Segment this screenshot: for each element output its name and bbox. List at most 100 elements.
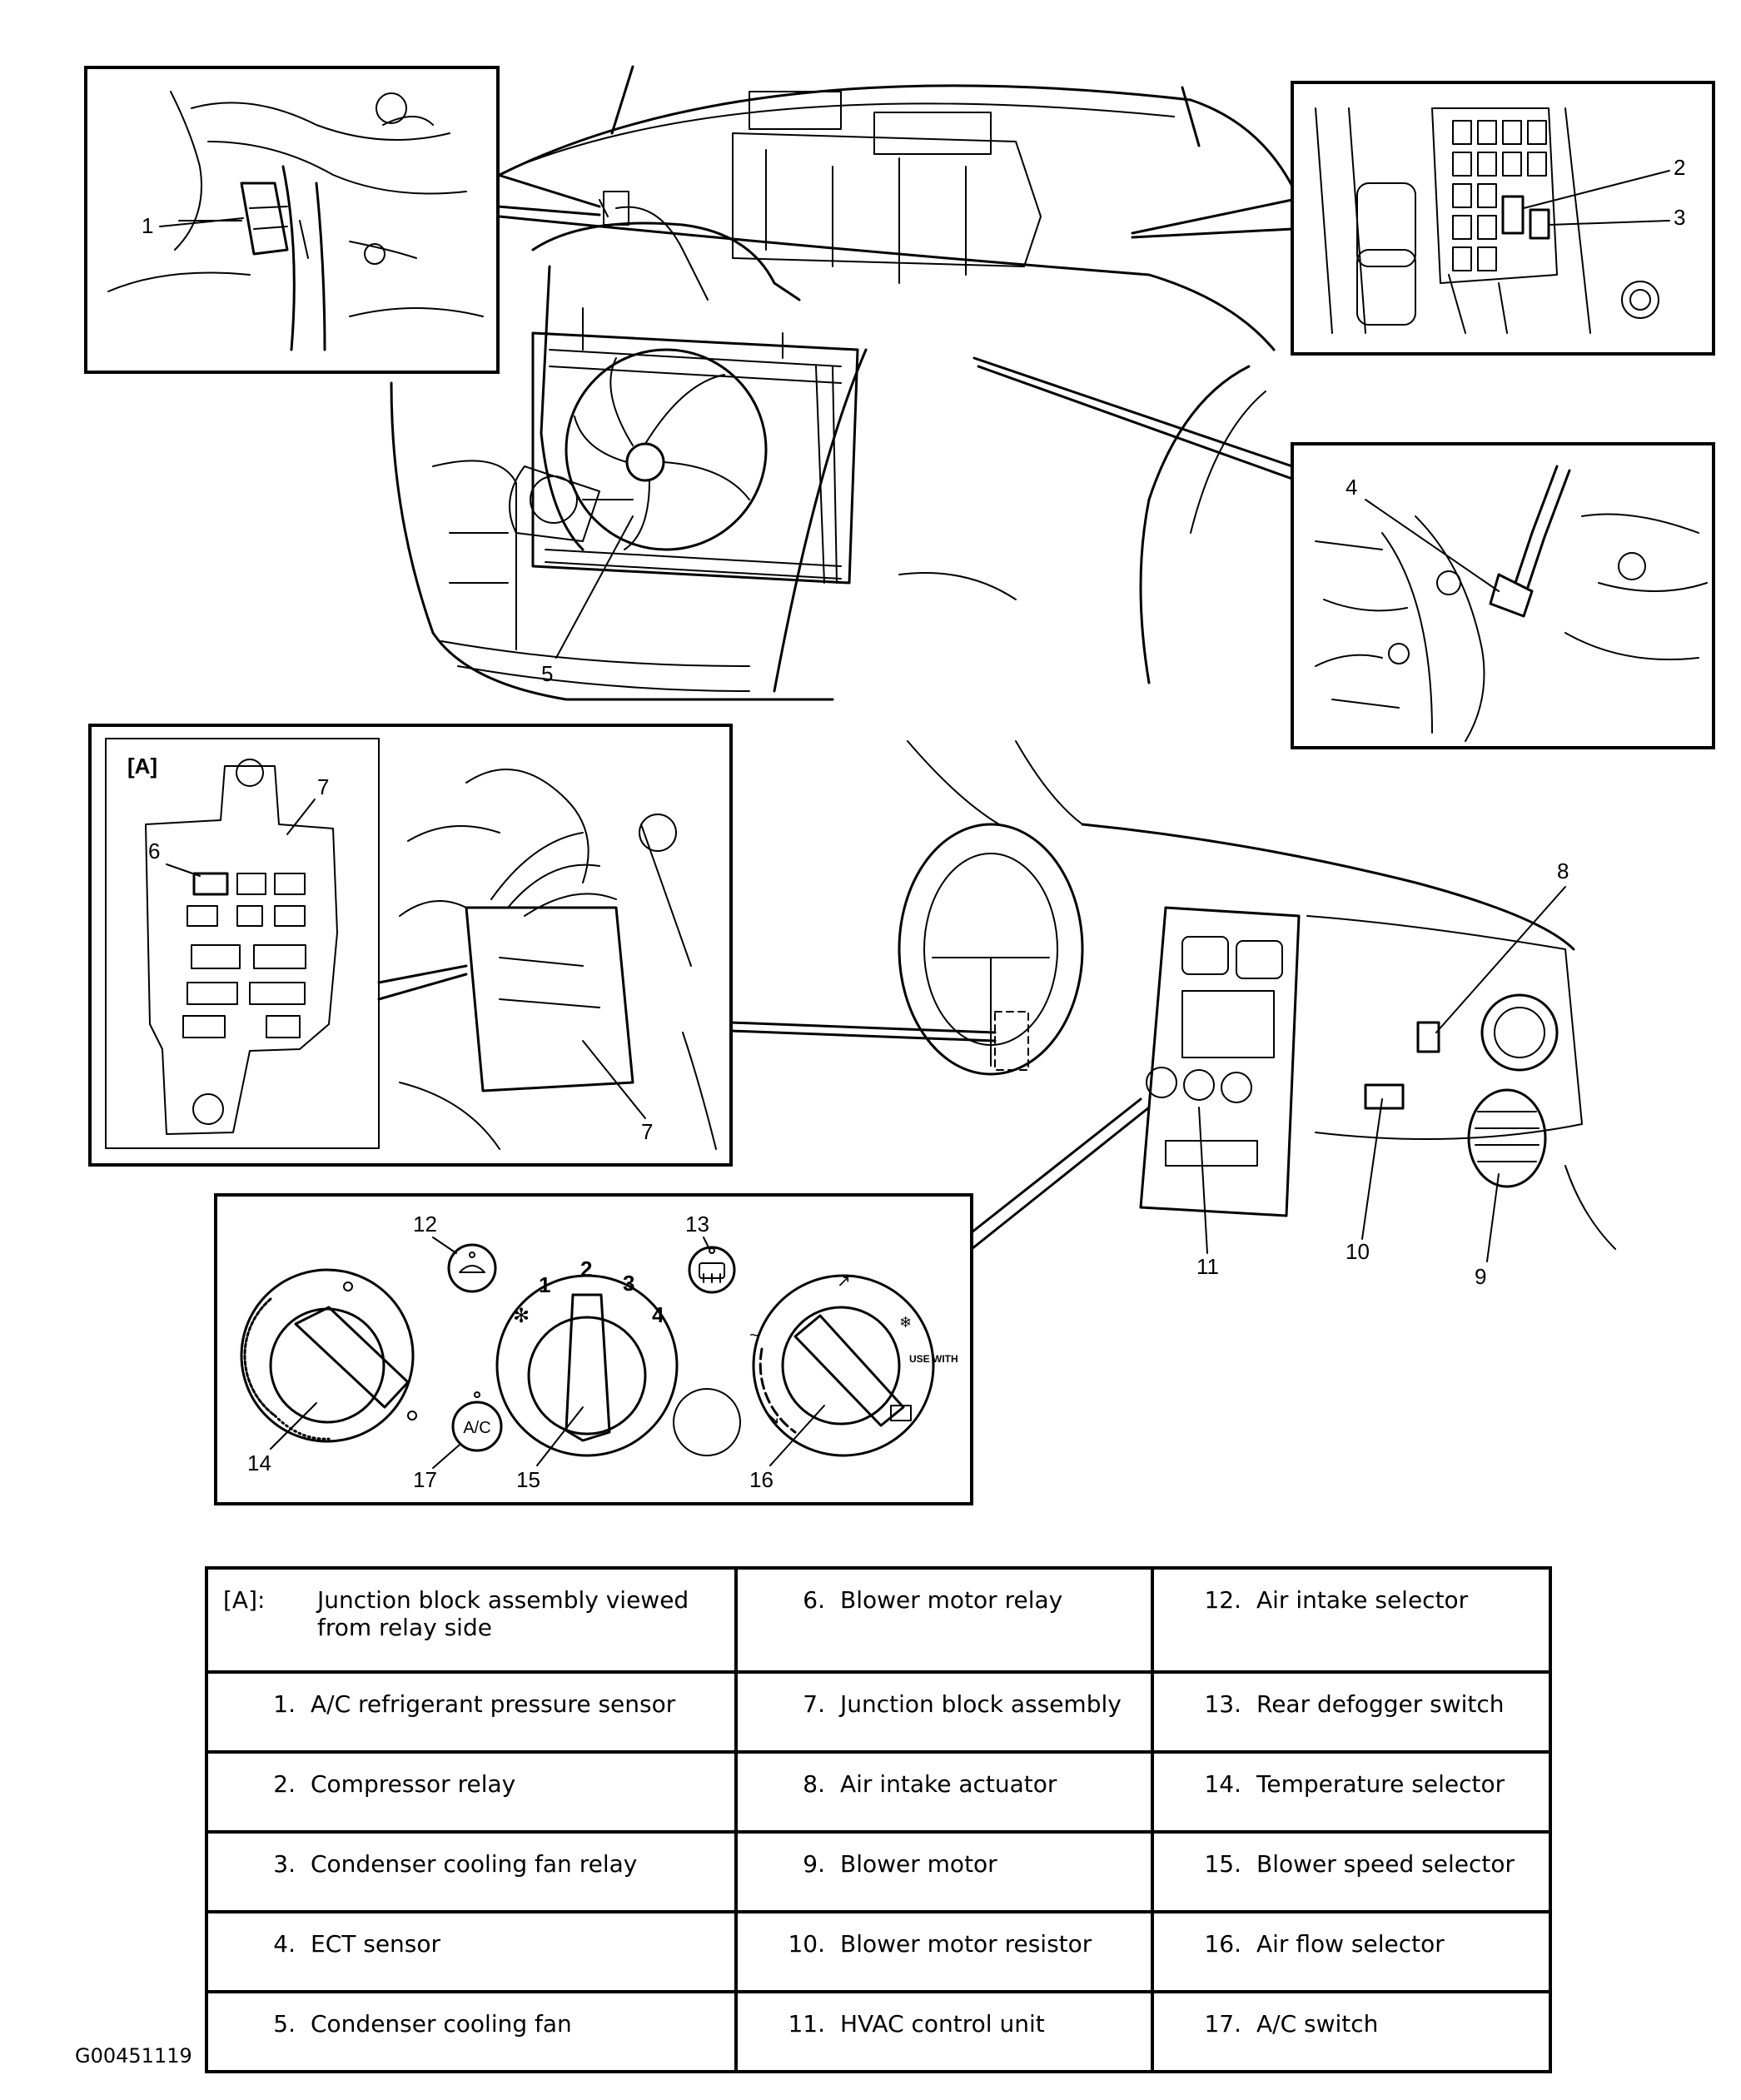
legend-row: 3. Condenser cooling fan relay 9. Blower mo… — [205, 1830, 1552, 1913]
legend-cell: 6. Blower motor relay — [734, 1566, 1154, 1674]
ac-button-label: A/C — [463, 1419, 490, 1437]
legend-label: Rear defogger switch — [1256, 1690, 1505, 1718]
callout-6: 6 — [148, 839, 160, 863]
inset-ect-sensor — [1291, 442, 1715, 749]
inset-a-label: [A] — [127, 754, 157, 779]
floor-defrost-mode-icon: ❄ — [899, 1314, 912, 1331]
legend-label: HVAC control unit — [840, 2010, 1045, 2038]
legend-number: 5. — [273, 2010, 296, 2038]
legend-number: 4. — [273, 1930, 296, 1958]
callout-4: 4 — [1346, 475, 1357, 500]
legend-cell: 5. Condenser cooling fan — [205, 1990, 738, 2073]
legend-number: 13. — [1204, 1690, 1241, 1718]
blank-button-hole — [673, 1388, 741, 1456]
legend-cell: 7. Junction block assembly — [734, 1670, 1154, 1754]
speed-label-1: 1 — [539, 1272, 550, 1297]
blower-speed-knob[interactable] — [495, 1274, 679, 1457]
callout-3: 3 — [1674, 205, 1685, 230]
legend-cell: 15. Blower speed selector — [1151, 1830, 1552, 1913]
floor-mode-icon: ↘ — [766, 1410, 780, 1428]
ac-button[interactable]: A/C — [451, 1401, 503, 1452]
legend-label: Junction block assembly viewed from rela… — [317, 1586, 689, 1641]
inset-relay-box — [1291, 81, 1715, 356]
callout-1: 1 — [142, 213, 153, 238]
legend-label: Air flow selector — [1256, 1930, 1445, 1958]
legend-number: 10. — [788, 1930, 825, 1958]
callout-12: 12 — [413, 1212, 437, 1237]
legend-cell: 17. A/C switch — [1151, 1990, 1552, 2073]
use-with-ac-label: USE WITH — [909, 1353, 958, 1365]
legend-table: [A]: Junction block assembly viewed from … — [205, 1566, 1552, 2073]
legend-cell: 14. Temperature selector — [1151, 1750, 1552, 1834]
legend-number: 6. — [803, 1586, 825, 1614]
legend-label: Blower motor resistor — [840, 1930, 1092, 1958]
callout-9: 9 — [1475, 1264, 1486, 1289]
legend-label: Air intake selector — [1256, 1586, 1469, 1614]
dashboard-illustration — [898, 740, 1616, 1250]
temperature-selector-knob[interactable] — [240, 1268, 415, 1443]
legend-number: 3. — [273, 1850, 296, 1878]
speed-label-2: 2 — [580, 1257, 592, 1281]
callout-14: 14 — [247, 1451, 271, 1475]
legend-label: A/C switch — [1256, 2010, 1379, 2038]
legend-label: Junction block assembly — [840, 1690, 1122, 1718]
legend-label: A/C refrigerant pressure sensor — [311, 1690, 676, 1718]
fan-icon: ✻ — [513, 1305, 530, 1327]
callout-15: 15 — [516, 1467, 540, 1492]
legend-cell: 10. Blower motor resistor — [734, 1910, 1154, 1993]
callout-8: 8 — [1557, 858, 1569, 883]
legend-label: Compressor relay — [311, 1770, 516, 1798]
legend-label: Blower speed selector — [1256, 1850, 1515, 1878]
legend-label: Air intake actuator — [840, 1770, 1057, 1798]
legend-label: Temperature selector — [1256, 1770, 1505, 1798]
legend-number: 12. — [1204, 1586, 1241, 1614]
inset-junction-block: [A] — [88, 724, 733, 1167]
legend-number: [A]: — [223, 1586, 266, 1614]
legend-number: 17. — [1204, 2010, 1241, 2038]
legend-number: 11. — [788, 2010, 825, 2038]
legend-number: 9. — [803, 1850, 825, 1878]
callout-2: 2 — [1674, 155, 1685, 180]
legend-cell: 3. Condenser cooling fan relay — [205, 1830, 738, 1913]
legend-cell: 8. Air intake actuator — [734, 1750, 1154, 1834]
callout-16: 16 — [749, 1467, 774, 1492]
legend-cell: 2.Compressor relay — [205, 1750, 738, 1834]
callout-11: 11 — [1196, 1254, 1219, 1279]
legend-label: Condenser cooling fan — [311, 2010, 572, 2038]
legend-cell: 11. HVAC control unit — [734, 1990, 1154, 2073]
callout-7-inset: 7 — [317, 774, 329, 799]
figure-code: G00451119 — [75, 2044, 192, 2068]
legend-row: 4. ECT sensor 10. Blower motor resistor 16. A… — [205, 1910, 1552, 1993]
callout-10: 10 — [1346, 1239, 1370, 1264]
legend-number: 8. — [803, 1770, 825, 1798]
legend-body: [A]: Junction block assembly viewed from … — [205, 1566, 1552, 2073]
legend-label: Condenser cooling fan relay — [311, 1850, 638, 1878]
engine-bay-illustration — [390, 65, 1301, 701]
speed-label-4: 4 — [652, 1302, 664, 1327]
legend-label: ECT sensor — [311, 1930, 441, 1958]
bi-level-mode-icon: ~ — [749, 1326, 759, 1345]
legend-row: 1. A/C refrigerant pressure sensor 7. Junct… — [205, 1670, 1552, 1754]
legend-number: 1. — [273, 1690, 296, 1718]
legend-label: Blower motor relay — [840, 1586, 1063, 1614]
legend-label: Blower motor — [840, 1850, 997, 1878]
legend-cell: 12. Air intake selector — [1151, 1566, 1552, 1674]
legend-cell: 13. Rear defogger switch — [1151, 1670, 1552, 1754]
air-flow-knob[interactable] — [752, 1274, 935, 1457]
callout-7: 7 — [641, 1119, 653, 1144]
legend-cell: [A]: Junction block assembly viewed from … — [205, 1566, 738, 1674]
callout-5: 5 — [541, 661, 553, 686]
rear-defogger-button[interactable] — [688, 1246, 736, 1294]
legend-row: 2.Compressor relay 8. Air intake actuator 1… — [205, 1750, 1552, 1834]
legend-number: 16. — [1204, 1930, 1241, 1958]
legend-number: 15. — [1204, 1850, 1241, 1878]
legend-number: 14. — [1204, 1770, 1241, 1798]
defroster-mode-icon — [890, 1405, 912, 1421]
air-intake-button[interactable] — [447, 1243, 497, 1293]
callout-17: 17 — [413, 1467, 437, 1492]
legend-number: 7. — [803, 1690, 825, 1718]
legend-cell: 9. Blower motor — [734, 1830, 1154, 1913]
speed-label-3: 3 — [623, 1271, 634, 1296]
legend-cell: 1. A/C refrigerant pressure sensor — [205, 1670, 738, 1754]
legend-cell: 4. ECT sensor — [205, 1910, 738, 1993]
